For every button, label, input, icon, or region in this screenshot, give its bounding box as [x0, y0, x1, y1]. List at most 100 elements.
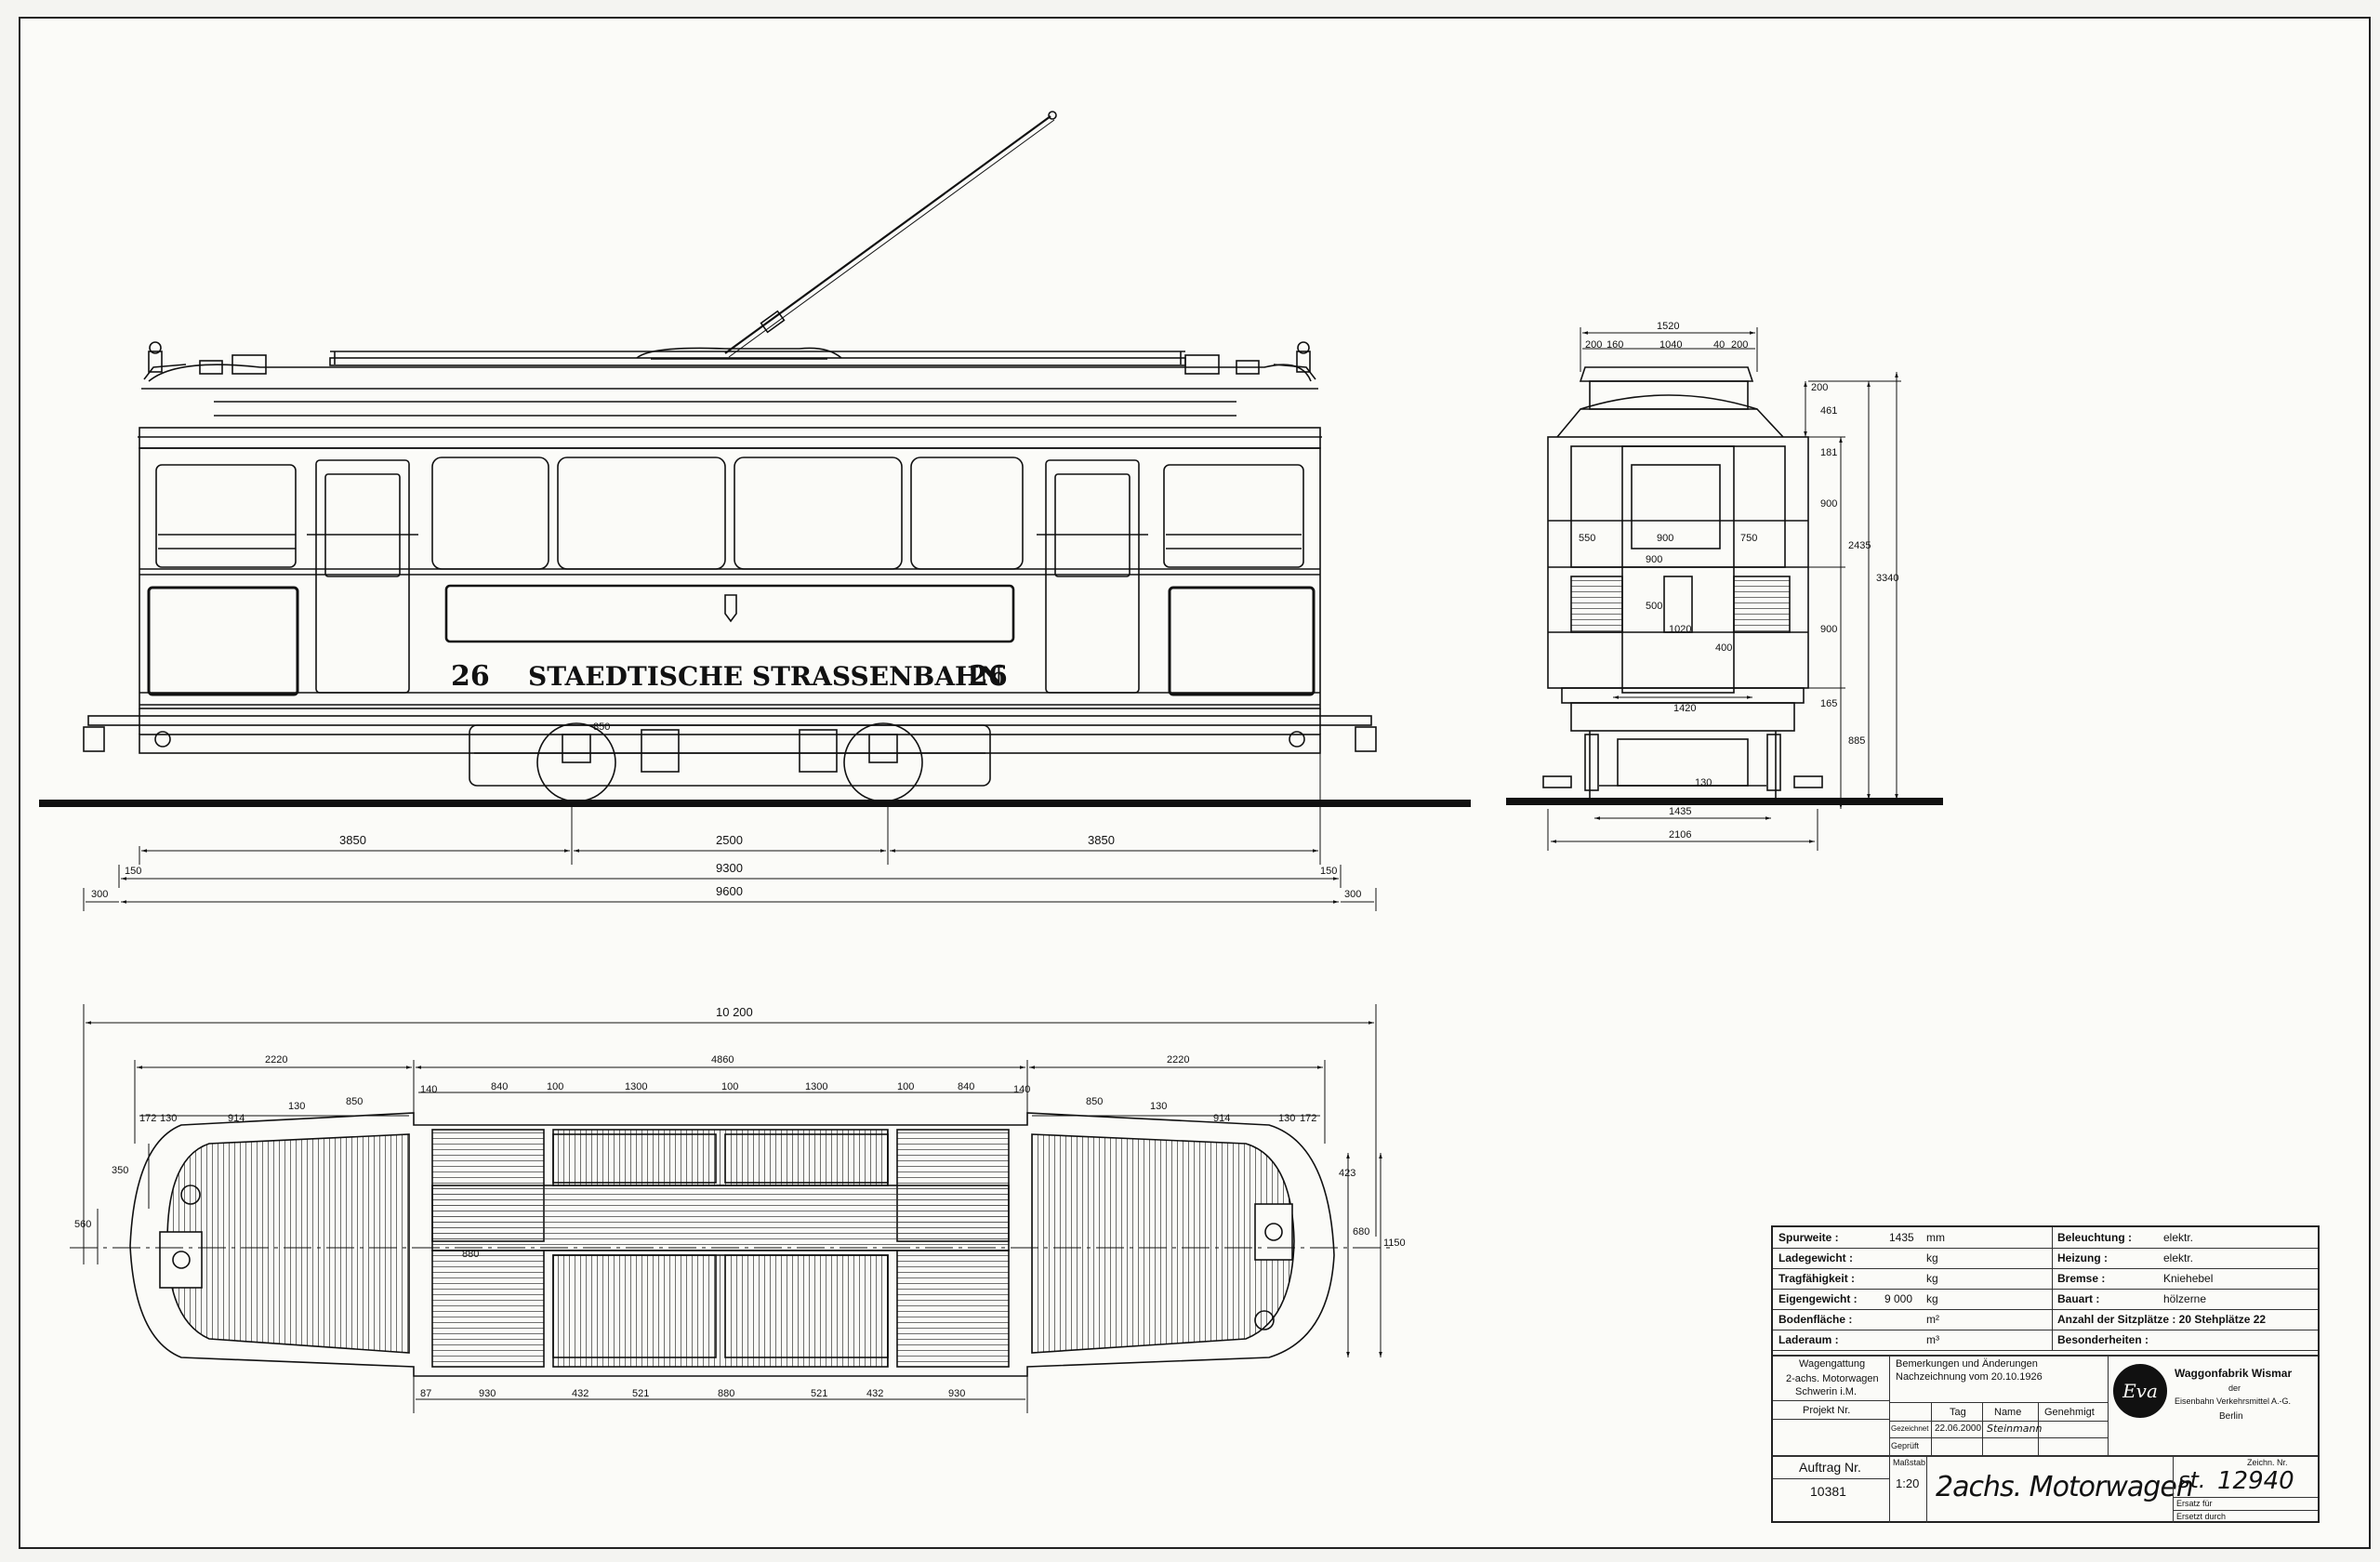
zeichn-label: Zeichn. Nr. — [2247, 1458, 2288, 1467]
end-dim-160: 160 — [1606, 339, 1623, 351]
dim-150-right: 150 — [1320, 866, 1337, 877]
end-dim-200-side: 200 — [1811, 382, 1828, 393]
bemerkungen-value: Nachzeichnung vom 20.10.1926 — [1896, 1371, 2043, 1383]
wagengattung-label: Wagengattung — [1799, 1358, 1866, 1370]
plan-dim-840-right: 840 — [958, 1081, 974, 1092]
spec-unit-laderaum: m³ — [1926, 1333, 1939, 1346]
end-dim-1040: 1040 — [1659, 339, 1682, 351]
end-dim-200b: 200 — [1731, 339, 1748, 351]
spec-label-tragfaehigkeit: Tragfähigkeit : — [1778, 1272, 1856, 1285]
end-dim-200a: 200 — [1585, 339, 1602, 351]
gezeichnet-name: Steinmann — [1987, 1423, 2043, 1435]
plan-dim-560: 560 — [74, 1219, 91, 1230]
wagengattung-value: 2-achs. Motorwagen — [1786, 1373, 1879, 1384]
plan-dim-1150: 1150 — [1383, 1238, 1406, 1249]
trolley-pole — [636, 111, 1057, 360]
dim-150-left: 150 — [125, 866, 141, 877]
end-dim-550: 550 — [1579, 533, 1595, 544]
zeichn-prefix: st. — [2178, 1467, 2206, 1493]
plan-dim-350: 350 — [112, 1165, 128, 1176]
end-dim-v500: 500 — [1646, 601, 1662, 612]
plan-dim-930-right: 930 — [948, 1388, 965, 1399]
end-dim-40: 40 — [1713, 339, 1725, 351]
plan-dim-130-b: 130 — [288, 1101, 305, 1112]
plan-dim-87: 87 — [420, 1388, 431, 1399]
plan-dim-140-left: 140 — [420, 1084, 437, 1095]
end-ground-line — [1506, 798, 1943, 805]
spec-label-bremse: Bremse : — [2057, 1272, 2106, 1285]
spec-unit-ladegewicht: kg — [1926, 1251, 1938, 1264]
plan-dim-850-left: 850 — [346, 1096, 363, 1107]
plan-dim-172-left: 172 — [139, 1113, 156, 1124]
ersetzt-durch: Ersetzt durch — [2176, 1512, 2227, 1521]
end-dim-750: 750 — [1740, 533, 1757, 544]
company-name: Waggonfabrik Wismar — [2175, 1367, 2293, 1380]
spec-label-bodenflaeche: Bodenfläche : — [1778, 1313, 1853, 1326]
end-dim-900-upper: 900 — [1820, 498, 1837, 510]
spec-value-heizung: elektr. — [2163, 1251, 2194, 1264]
plan-dim-432-right: 432 — [866, 1388, 883, 1399]
plan-dim-100-c: 100 — [897, 1081, 914, 1092]
company-der: der — [2228, 1383, 2241, 1393]
plan-dim-2220-right: 2220 — [1167, 1054, 1189, 1066]
spec-label-besonderheiten: Besonderheiten : — [2057, 1333, 2149, 1346]
spec-value-bauart: hölzerne — [2163, 1292, 2207, 1305]
company-logo: Eva — [2113, 1364, 2167, 1418]
plan-dim-140-right: 140 — [1013, 1084, 1030, 1095]
end-dim-165: 165 — [1820, 698, 1837, 709]
end-dim-2435: 2435 — [1848, 540, 1871, 551]
end-dim-181: 181 — [1820, 447, 1837, 458]
spec-label-laderaum: Laderaum : — [1778, 1333, 1839, 1346]
spec-unit-bodenflaeche: m² — [1926, 1313, 1939, 1326]
side-dimensions — [83, 753, 1377, 1264]
plan-dim-840-left: 840 — [491, 1081, 508, 1092]
plan-dim-914-left: 914 — [228, 1113, 245, 1124]
company-inscription: STAEDTISCHE STRASSENBAHN — [528, 661, 1003, 692]
end-dim-v130: 130 — [1695, 777, 1712, 788]
dim-9600: 9600 — [716, 884, 743, 898]
projekt-label: Projekt Nr. — [1803, 1405, 1851, 1416]
spec-label-spurweite: Spurweite : — [1778, 1231, 1839, 1244]
fleet-number-right: 26 — [969, 660, 1008, 693]
side-view: 26 STAEDTISCHE STRASSENBAHN 26 — [39, 111, 1471, 1264]
dim-3850-left: 3850 — [339, 833, 366, 847]
end-dim-461: 461 — [1820, 405, 1837, 417]
roof — [138, 341, 1322, 449]
plan-dim-130-d: 130 — [1278, 1113, 1295, 1124]
auftrag-value: 10381 — [1810, 1484, 1846, 1499]
company-city: Berlin — [2219, 1411, 2243, 1422]
spec-value-beleuchtung: elektr. — [2163, 1231, 2194, 1244]
zeichn-value: 12940 — [2217, 1467, 2294, 1495]
end-dim-1435: 1435 — [1669, 806, 1691, 817]
plan-dim-1300-right: 1300 — [805, 1081, 827, 1092]
end-view: 1520 200 160 1040 40 200 200 461 181 900… — [1506, 321, 1943, 851]
plan-dim-172-right: 172 — [1300, 1113, 1316, 1124]
name-label: Name — [1994, 1407, 2022, 1418]
geprueft-label: Geprüft — [1891, 1441, 1920, 1450]
end-dim-v900: 900 — [1646, 554, 1662, 565]
dim-300-left: 300 — [91, 889, 108, 900]
drawing-title: 2achs. Motorwagen — [1936, 1471, 2194, 1503]
ersatz-fuer: Ersatz für — [2176, 1499, 2213, 1508]
plan-dim-2220-left: 2220 — [265, 1054, 287, 1066]
spec-unit-eigengewicht: kg — [1926, 1292, 1938, 1305]
spec-label-beleuchtung: Beleuchtung : — [2057, 1231, 2132, 1244]
massstab-label: Maßstab — [1893, 1458, 1926, 1467]
tag-label: Tag — [1950, 1407, 1966, 1418]
wagengattung-place: Schwerin i.M. — [1795, 1386, 1858, 1397]
end-dim-900-lower: 900 — [1820, 624, 1837, 635]
end-dim-1520: 1520 — [1657, 321, 1679, 332]
plan-dim-1300-left: 1300 — [625, 1081, 647, 1092]
plan-dim-100-a: 100 — [547, 1081, 563, 1092]
car-body — [139, 447, 1321, 709]
plan-dim-850-right: 850 — [1086, 1096, 1103, 1107]
end-dim-v1020: 1020 — [1669, 624, 1691, 635]
dim-2500: 2500 — [716, 833, 743, 847]
underframe — [83, 708, 1377, 802]
end-dim-885: 885 — [1848, 735, 1865, 747]
spec-label-bauart: Bauart : — [2057, 1292, 2100, 1305]
gezeichnet-label: Gezeichnet — [1891, 1424, 1929, 1433]
plan-dim-880: 880 — [718, 1388, 734, 1399]
dim-10200: 10 200 — [716, 1005, 753, 1019]
dim-850-trolley: 850 — [593, 721, 610, 733]
